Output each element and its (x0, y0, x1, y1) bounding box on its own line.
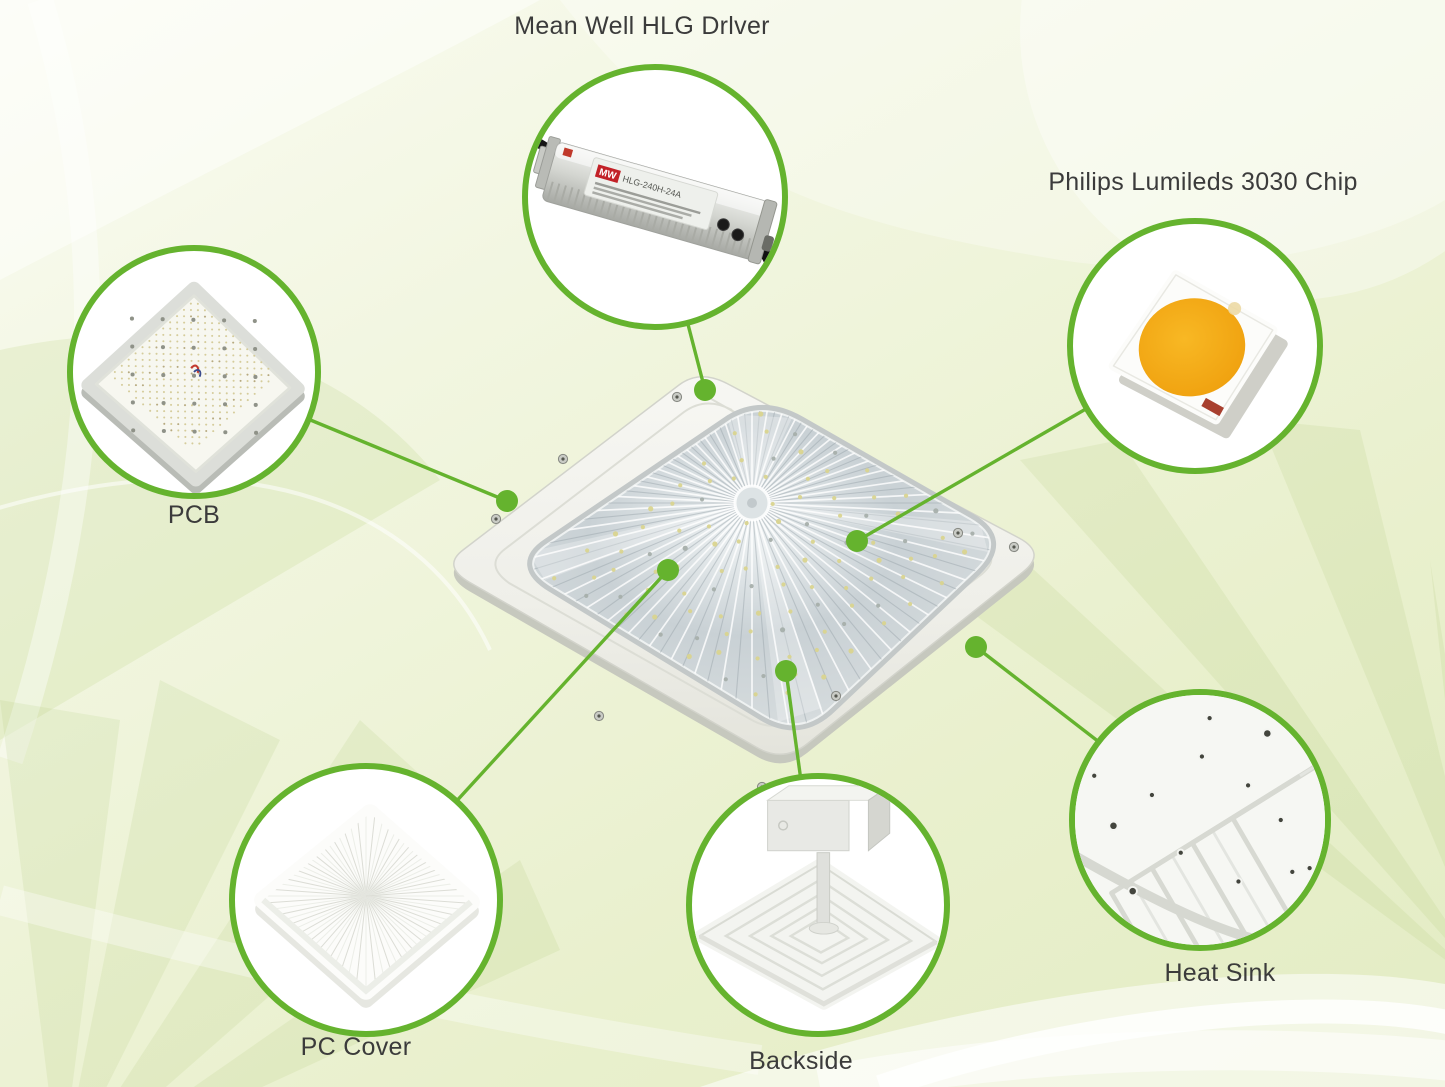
bg-swirl (0, 477, 492, 651)
driver-endcap-right (747, 199, 778, 265)
connector-dots (496, 379, 987, 682)
bg-swirl (1020, 0, 1445, 300)
mount-stem (816, 852, 831, 927)
heat-sink-detail (1075, 714, 1325, 945)
chip-photo-circle (1067, 218, 1323, 474)
back-plate-edge (698, 933, 938, 1007)
pcb-board (81, 281, 305, 493)
backside-assembly (693, 784, 943, 1010)
driver-cable-left (528, 131, 555, 156)
lens-center-hub (747, 498, 757, 508)
chip-corner-dot (1228, 302, 1242, 316)
heat-sink-surface (1075, 695, 1325, 945)
fixture-lens (532, 410, 992, 726)
pc-cover-photo-circle (229, 763, 503, 1037)
connector-dot-pcb (496, 490, 518, 512)
driver-label: Mean Well HLG Drlver (514, 12, 770, 40)
heat-sink-photo (1075, 695, 1325, 945)
driver-cable-gland (761, 235, 774, 252)
backside-label: Backside (749, 1047, 853, 1075)
backside-photo (693, 784, 943, 1010)
junction-box-knockout (778, 820, 789, 831)
heat-sink-edge (1075, 850, 1257, 944)
pcb-photo (81, 281, 305, 493)
chip-top-edge (1112, 274, 1274, 421)
driver-brand-logo-text: MW (598, 167, 618, 183)
back-plate-ridges (723, 878, 914, 991)
cover-front-edge (261, 897, 473, 995)
bg-swirl (0, 0, 540, 280)
driver-photo-circle: MW HLG-240H-24A (522, 64, 788, 330)
connector-dot-chip (846, 530, 868, 552)
pcb-label: PCB (167, 501, 221, 529)
bg-swirl (816, 1030, 1445, 1087)
heat-sink-rivets (1090, 714, 1314, 897)
pcb-wire-red (190, 364, 200, 374)
connector-dot-backside (775, 660, 797, 682)
fixture-inner-step (494, 395, 993, 727)
chip-phosphor (1138, 298, 1246, 397)
driver-brand-logo (594, 164, 621, 184)
fixture (453, 376, 1035, 793)
connector-dot-pc-cover (657, 559, 679, 581)
backside-photo-circle (686, 773, 950, 1037)
pc-cover-label: PC Cover (300, 1033, 412, 1061)
driver-knob (717, 218, 730, 231)
connector-dot-driver (694, 379, 716, 401)
junction-box-front (767, 799, 850, 852)
heat-sink-photo-circle (1069, 689, 1331, 951)
heat-sink-label: Heat Sink (1164, 959, 1276, 987)
pcb-wire-blue (193, 369, 202, 378)
bg-swirl (560, 0, 1445, 268)
pc-cover-photo (254, 804, 480, 1008)
connector-dot-heat-sink (965, 636, 987, 658)
chip-photo (1108, 270, 1288, 439)
stem-base (808, 921, 839, 935)
driver-photo: MW HLG-240H-24A (528, 131, 779, 324)
chip-solder-pad (1201, 397, 1224, 417)
chip-label: Philips Lumileds 3030 Chip (1048, 168, 1358, 196)
pcb-surface (94, 294, 292, 473)
driver-corner-mark (562, 147, 574, 158)
pcb-photo-circle (67, 245, 321, 499)
driver-unit: MW HLG-240H-24A (528, 131, 779, 324)
led-chip (1108, 270, 1288, 439)
pcb-led-array (113, 302, 270, 445)
driver-knob (731, 228, 745, 242)
